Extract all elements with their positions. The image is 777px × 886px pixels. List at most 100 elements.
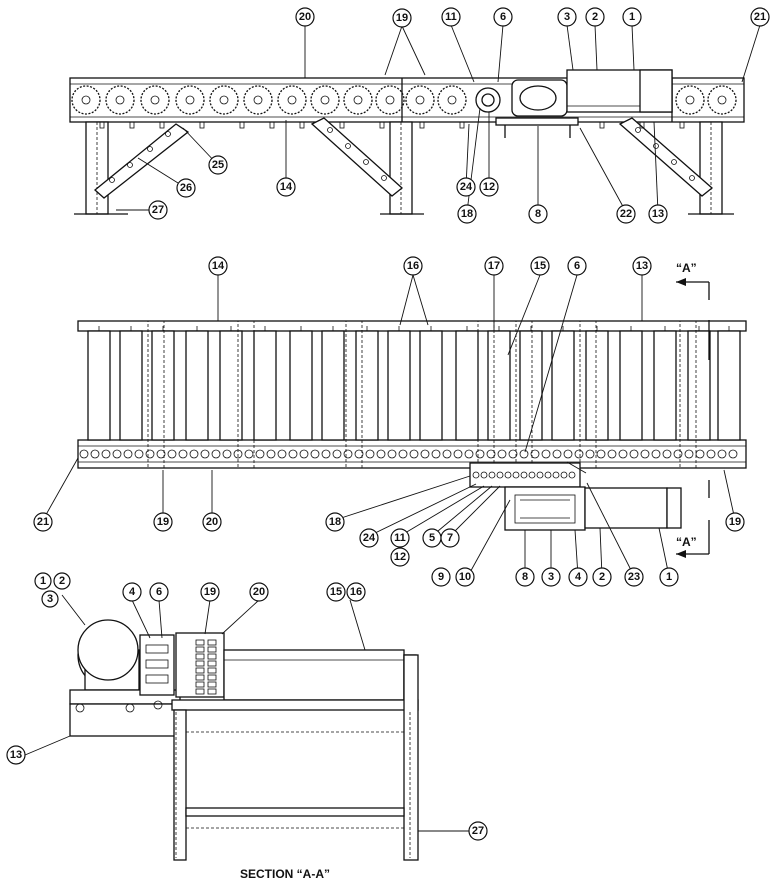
chain-link bbox=[504, 471, 512, 479]
svg-text:23: 23 bbox=[628, 571, 640, 583]
svg-text:16: 16 bbox=[407, 260, 419, 272]
svg-text:27: 27 bbox=[472, 825, 484, 837]
rail-tab bbox=[129, 121, 135, 129]
svg-text:20: 20 bbox=[299, 11, 311, 23]
sprocket bbox=[71, 85, 101, 115]
rail-tabs bbox=[99, 121, 685, 129]
roller bbox=[151, 330, 175, 441]
chain-link bbox=[207, 674, 217, 681]
svg-text:3: 3 bbox=[47, 593, 53, 605]
plan-sprocket bbox=[530, 449, 540, 459]
svg-text:1: 1 bbox=[666, 571, 672, 583]
svg-text:24: 24 bbox=[460, 181, 473, 193]
plan-sprocket bbox=[101, 449, 111, 459]
chain-link bbox=[536, 471, 544, 479]
plan-sprocket bbox=[673, 449, 683, 459]
rail-tab bbox=[379, 121, 385, 129]
callout-14: 14 bbox=[208, 256, 228, 276]
callout-17: 17 bbox=[484, 256, 504, 276]
sprocket bbox=[375, 85, 405, 115]
callout-24: 24 bbox=[456, 177, 476, 197]
svg-text:4: 4 bbox=[129, 586, 136, 598]
svg-text:13: 13 bbox=[636, 260, 648, 272]
rail-tab bbox=[199, 121, 205, 129]
plan-sprocket bbox=[464, 449, 474, 459]
sprocket-hub bbox=[287, 95, 297, 105]
callout-25: 25 bbox=[208, 155, 228, 175]
plan-sprocket bbox=[618, 449, 628, 459]
plan-sprocket bbox=[255, 449, 265, 459]
svg-text:20: 20 bbox=[253, 586, 265, 598]
svg-text:3: 3 bbox=[564, 11, 570, 23]
chain-link bbox=[520, 471, 528, 479]
plan-sprocket bbox=[574, 449, 584, 459]
chain-link bbox=[195, 660, 205, 667]
svg-text:4: 4 bbox=[575, 571, 582, 583]
plan-sprocket bbox=[167, 449, 177, 459]
svg-text:2: 2 bbox=[599, 571, 605, 583]
roller bbox=[687, 330, 711, 441]
callout-3: 3 bbox=[41, 590, 59, 608]
callout-27: 27 bbox=[148, 200, 168, 220]
chain-link bbox=[496, 471, 504, 479]
callout-8: 8 bbox=[528, 204, 548, 224]
callout-24: 24 bbox=[359, 528, 379, 548]
svg-text:15: 15 bbox=[534, 260, 546, 272]
callout-6: 6 bbox=[149, 582, 169, 602]
callout-21: 21 bbox=[750, 7, 770, 27]
plan-sprocket bbox=[189, 449, 199, 459]
chain-link bbox=[207, 653, 217, 660]
svg-text:2: 2 bbox=[59, 575, 65, 587]
plan-sprocket bbox=[310, 449, 320, 459]
sprocket-hub bbox=[219, 95, 229, 105]
svg-text:8: 8 bbox=[522, 571, 528, 583]
roller bbox=[717, 330, 741, 441]
rail-tab bbox=[339, 121, 345, 129]
chain-link bbox=[472, 471, 480, 479]
callout-18: 18 bbox=[457, 204, 477, 224]
plan-sprocket bbox=[662, 449, 672, 459]
sprocket-hub bbox=[81, 95, 91, 105]
svg-text:7: 7 bbox=[447, 532, 453, 544]
sprocket bbox=[140, 85, 170, 115]
sprocket-hub bbox=[385, 95, 395, 105]
callout-21: 21 bbox=[33, 512, 53, 532]
callout-20: 20 bbox=[249, 582, 269, 602]
svg-text:15: 15 bbox=[330, 586, 342, 598]
chain-link bbox=[195, 674, 205, 681]
cross-member bbox=[237, 320, 255, 469]
svg-text:2: 2 bbox=[592, 11, 598, 23]
plan-sprocket bbox=[651, 449, 661, 459]
sprocket-hub bbox=[185, 95, 195, 105]
rail-tab bbox=[459, 121, 465, 129]
rail-tab bbox=[269, 121, 275, 129]
rail-tab bbox=[239, 121, 245, 129]
chain-link bbox=[207, 646, 217, 653]
roller bbox=[321, 330, 345, 441]
sprocket bbox=[209, 85, 239, 115]
callout-11: 11 bbox=[390, 528, 410, 548]
svg-text:13: 13 bbox=[10, 749, 22, 761]
callout-6: 6 bbox=[493, 7, 513, 27]
roller bbox=[219, 330, 243, 441]
sprocket bbox=[437, 85, 467, 115]
section-marker-bottom: “A” bbox=[676, 535, 697, 549]
chain-link bbox=[195, 653, 205, 660]
plan-sprocket bbox=[563, 449, 573, 459]
sprocket-row bbox=[71, 85, 737, 115]
callout-15: 15 bbox=[326, 582, 346, 602]
plan-sprocket bbox=[629, 449, 639, 459]
plan-view: “A” “A” bbox=[77, 261, 747, 558]
chain-link bbox=[195, 667, 205, 674]
svg-text:19: 19 bbox=[396, 12, 408, 24]
plan-sprocket bbox=[244, 449, 254, 459]
callout-11: 11 bbox=[441, 7, 461, 27]
callout-19: 19 bbox=[725, 512, 745, 532]
svg-text:3: 3 bbox=[548, 571, 554, 583]
plan-sprocket bbox=[134, 449, 144, 459]
callout-16: 16 bbox=[403, 256, 423, 276]
roller bbox=[253, 330, 277, 441]
svg-text:5: 5 bbox=[429, 532, 435, 544]
svg-text:17: 17 bbox=[488, 260, 500, 272]
